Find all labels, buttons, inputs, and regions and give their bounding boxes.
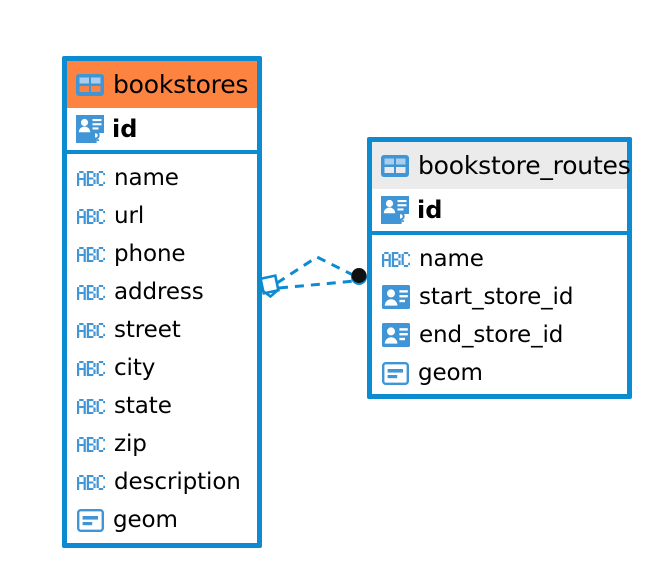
entity-header-bookstore-routes[interactable]: bookstore_routes bbox=[372, 142, 631, 189]
filled-circle-marker bbox=[351, 268, 367, 285]
field-label-name: name bbox=[419, 245, 484, 272]
entity-title-bookstores: bookstores bbox=[113, 70, 249, 99]
table-icon bbox=[76, 73, 104, 96]
field-label-phone: phone bbox=[114, 240, 186, 267]
entity-bookstores[interactable]: bookstores id bbox=[62, 56, 262, 548]
field-row-phone[interactable]: phone bbox=[67, 235, 257, 273]
field-row-primary-key[interactable]: id bbox=[372, 189, 627, 235]
abc-text-icon bbox=[77, 284, 105, 300]
field-row-primary-key[interactable]: id bbox=[67, 108, 257, 154]
entity-header-bookstores[interactable]: bookstores bbox=[67, 61, 257, 108]
field-row-street[interactable]: street bbox=[67, 311, 257, 349]
relationship-line-lower bbox=[278, 279, 356, 290]
field-list-bookstores: name bbox=[67, 154, 257, 539]
geometry-icon bbox=[77, 508, 105, 532]
field-label-name: name bbox=[114, 164, 179, 191]
diamond-marker bbox=[259, 274, 280, 299]
relationship-connector bbox=[259, 255, 367, 299]
abc-text-icon bbox=[77, 360, 105, 376]
field-label-zip: zip bbox=[114, 430, 147, 457]
abc-text-icon bbox=[382, 251, 410, 267]
entity-bookstore-routes[interactable]: bookstore_routes id bbox=[367, 137, 632, 399]
field-row-name[interactable]: name bbox=[372, 240, 627, 278]
abc-text-icon bbox=[77, 398, 105, 414]
foreign-key-icon bbox=[382, 323, 410, 347]
field-label-geom: geom bbox=[113, 506, 178, 533]
field-label-id: id bbox=[417, 196, 443, 224]
field-label-url: url bbox=[114, 202, 145, 229]
field-row-end-store-id[interactable]: end_store_id bbox=[372, 316, 627, 354]
primary-key-icon bbox=[76, 115, 104, 143]
abc-text-icon bbox=[77, 322, 105, 338]
field-row-url[interactable]: url bbox=[67, 197, 257, 235]
foreign-key-icon bbox=[382, 285, 410, 309]
abc-text-icon bbox=[77, 170, 105, 186]
field-row-start-store-id[interactable]: start_store_id bbox=[372, 278, 627, 316]
field-label-geom: geom bbox=[418, 359, 483, 386]
field-row-geom[interactable]: geom bbox=[67, 501, 257, 539]
field-row-zip[interactable]: zip bbox=[67, 425, 257, 463]
field-row-address[interactable]: address bbox=[67, 273, 257, 311]
field-label-id: id bbox=[112, 115, 138, 143]
field-row-description[interactable]: description bbox=[67, 463, 257, 501]
field-label-start-store-id: start_store_id bbox=[419, 283, 574, 310]
field-label-city: city bbox=[114, 354, 156, 381]
abc-text-icon bbox=[77, 436, 105, 452]
abc-text-icon bbox=[77, 208, 105, 224]
table-icon bbox=[381, 154, 409, 177]
field-label-address: address bbox=[114, 278, 204, 305]
field-label-end-store-id: end_store_id bbox=[419, 321, 564, 348]
entity-title-bookstore-routes: bookstore_routes bbox=[418, 151, 631, 180]
field-row-state[interactable]: state bbox=[67, 387, 257, 425]
field-row-geom[interactable]: geom bbox=[372, 354, 627, 392]
field-label-description: description bbox=[114, 468, 241, 495]
abc-text-icon bbox=[77, 474, 105, 490]
field-label-state: state bbox=[114, 392, 172, 419]
field-row-name[interactable]: name bbox=[67, 159, 257, 197]
field-row-city[interactable]: city bbox=[67, 349, 257, 387]
field-list-bookstore-routes: name start_store_id bbox=[372, 235, 627, 392]
field-label-street: street bbox=[114, 316, 181, 343]
geometry-icon bbox=[382, 361, 410, 385]
primary-key-icon bbox=[381, 196, 409, 224]
abc-text-icon bbox=[77, 246, 105, 262]
relationship-line-upper bbox=[276, 255, 358, 285]
